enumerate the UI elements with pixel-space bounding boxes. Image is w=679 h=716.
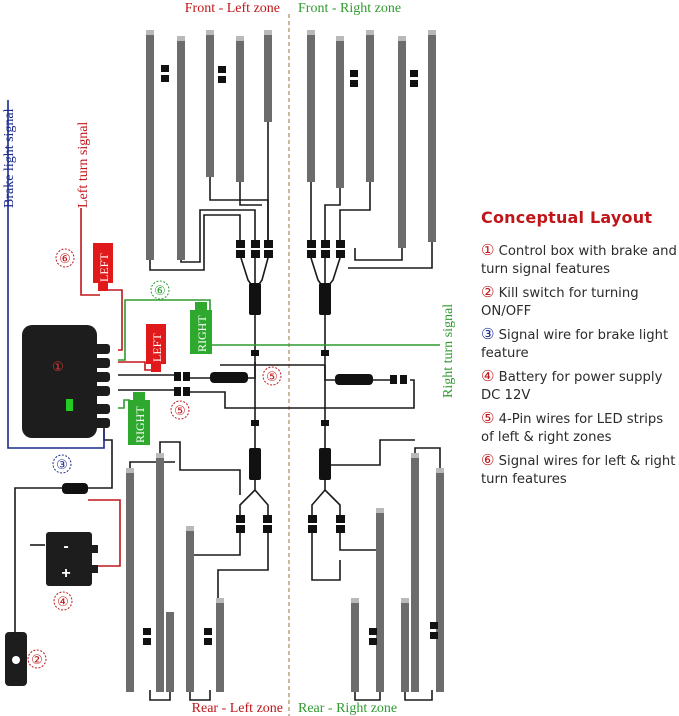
legend-marker: ⑥ (481, 451, 495, 469)
battery-plus: + (61, 565, 70, 582)
led-strip (146, 32, 154, 260)
left-turn-signal-label: Left turn signal (76, 122, 91, 208)
led-strips (126, 32, 444, 692)
legend: Conceptual Layout ① Control box with bra… (481, 208, 677, 493)
legend-item: ⑤ 4-Pin wires for LED strips of left & r… (481, 409, 677, 447)
legend-item: ⑥ Signal wires for left & right turn fea… (481, 451, 677, 489)
led-strip (398, 38, 406, 248)
svg-text:LEFT: LEFT (97, 253, 111, 282)
legend-marker: ③ (481, 325, 495, 343)
legend-marker: ② (481, 283, 495, 301)
control-box (22, 325, 97, 438)
legend-item: ③ Signal wire for brake light feature (481, 325, 677, 363)
left-turn-wire-mid (118, 361, 155, 371)
led-strip (166, 612, 174, 692)
right-turn-wire-mid (118, 399, 130, 409)
marker-pin-wire-bottom: ⑤ (170, 400, 190, 420)
led-strip (351, 600, 359, 692)
tag-right-mid: RIGHT (128, 392, 150, 445)
zone-label-rear-right: Rear - Right zone (298, 701, 397, 716)
marker-control-box: ① (52, 359, 64, 374)
marker-signal-left: ⑥ (55, 248, 75, 268)
svg-text:③: ③ (56, 457, 68, 472)
led-strip (216, 600, 224, 692)
legend-text: Control box with brake and turn signal f… (481, 244, 677, 277)
zone-label-rear-left: Rear - Left zone (192, 701, 283, 716)
kill-switch-button (12, 656, 20, 664)
tag-right-top: RIGHT (190, 302, 212, 354)
led-strip (307, 32, 315, 182)
brake-signal-label: Brake light signal (2, 108, 17, 208)
svg-text:RIGHT: RIGHT (195, 315, 209, 352)
led-strip (177, 38, 185, 260)
legend-item: ② Kill switch for turning ON/OFF (481, 283, 677, 321)
control-box-ports (94, 344, 110, 428)
legend-title: Conceptual Layout (481, 208, 653, 227)
led-strip (376, 510, 384, 692)
svg-text:RIGHT: RIGHT (133, 406, 147, 443)
tag-left-mid: LEFT (146, 324, 166, 372)
legend-marker: ④ (481, 367, 495, 385)
svg-text:⑤: ⑤ (174, 403, 186, 418)
led-strip (401, 600, 409, 692)
led-strip (366, 32, 374, 182)
zone-label-front-left: Front - Left zone (185, 1, 280, 16)
connectors (62, 65, 438, 645)
legend-text: Signal wires for left & right turn featu… (481, 454, 676, 487)
black-wires (14, 120, 441, 701)
battery-positive-wire (88, 499, 121, 567)
legend-item: ① Control box with brake and turn signal… (481, 241, 677, 279)
legend-marker: ① (481, 241, 495, 259)
left-turn-wire-signal (80, 208, 100, 296)
led-strip-caps (126, 30, 444, 603)
led-strip (411, 455, 419, 692)
marker-signal-right: ⑥ (150, 280, 170, 300)
led-strip (428, 32, 436, 242)
led-strip (436, 470, 444, 692)
svg-text:⑥: ⑥ (154, 283, 166, 298)
svg-text:④: ④ (57, 594, 69, 609)
svg-text:LEFT: LEFT (150, 333, 164, 362)
led-strip (206, 32, 214, 177)
brake-signal-wire (7, 100, 105, 449)
legend-item: ④ Battery for power supply DC 12V (481, 367, 677, 405)
battery-minus: - (63, 538, 68, 555)
legend-text: 4-Pin wires for LED strips of left & rig… (481, 412, 664, 445)
led-strip (336, 38, 344, 188)
marker-signal-wire: ③ (52, 454, 72, 474)
right-turn-signal-label: Right turn signal (441, 304, 456, 398)
led-strip (156, 455, 164, 692)
led-strip (264, 32, 272, 122)
legend-text: Battery for power supply DC 12V (481, 370, 663, 403)
battery: - + (46, 532, 98, 586)
led-strip (126, 470, 134, 692)
right-turn-wire (118, 299, 440, 361)
svg-text:⑤: ⑤ (266, 369, 278, 384)
zone-label-front-right: Front - Right zone (298, 1, 401, 16)
marker-kill-switch: ② (27, 649, 47, 669)
status-led (66, 399, 73, 411)
led-strip (186, 528, 194, 692)
marker-battery: ④ (53, 591, 73, 611)
marker-pin-wire-top: ⑤ (262, 366, 282, 386)
legend-marker: ⑤ (481, 409, 495, 427)
svg-text:②: ② (31, 652, 43, 667)
legend-text: Signal wire for brake light feature (481, 328, 669, 361)
svg-text:⑥: ⑥ (59, 251, 71, 266)
led-strip (236, 38, 244, 182)
legend-text: Kill switch for turning ON/OFF (481, 286, 639, 319)
tag-left-top: LEFT (93, 243, 113, 291)
